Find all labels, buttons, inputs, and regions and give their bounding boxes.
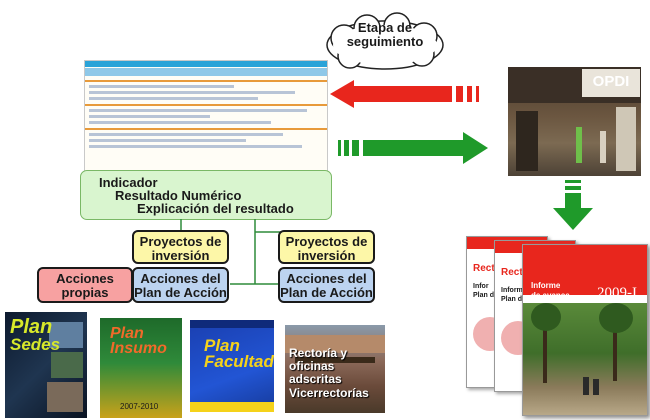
acciones-plan-right-line-2: Plan de Acción [280,285,373,301]
plan-facultad-line-2: Facultad [204,352,274,372]
indicator-explanation: Explicación del resultado [137,201,294,216]
cloud-shape [326,12,444,70]
acciones-plan-left-line-2: Plan de Acción [134,285,227,301]
plan-insumo-title: Plan Insumo [110,325,167,358]
report-back-2-line-2: Informe [501,287,527,294]
green-arrow-head [463,132,488,164]
table-section-bar [85,80,327,82]
proyectos-inversion-left-box: Proyectos de inversión [132,230,229,264]
proyectos-right-line-2: inversión [297,248,356,264]
report-front-photo [523,303,647,415]
rectoria-photo: Rectoría y oficinas adscritas Vicerrecto… [285,325,385,413]
report-front-title-2: de avance [531,291,570,300]
plan-sedes-line-1: Plan [10,316,53,338]
report-back-2-line-3: Plan de [501,296,526,303]
green-arrow-body [363,140,463,156]
proyectos-left-line-2: inversión [151,248,210,264]
acciones-plan-left-box: Acciones del Plan de Acción [132,267,229,303]
acciones-propias-box: Acciones propias [37,267,133,303]
report-front-title-1: Informe [531,281,561,290]
plan-facultad-cover: Plan Facultad [190,320,274,412]
report-back-2-title: Rector [501,267,533,278]
acciones-plan-right-box: Acciones del Plan de Acción [278,267,375,303]
table-header-row [85,68,327,76]
opdi-sign: OPDI [592,73,630,90]
green-arrow-dash [338,140,341,156]
plan-facultad-line-1: Plan [204,336,240,355]
plan-insumo-years: 2007-2010 [120,402,159,411]
report-back-1-line-2: Infor [473,283,489,290]
proyectos-left-line-1: Proyectos de [139,234,222,249]
arrows-layer [330,80,488,164]
green-arrow-dash [352,140,359,156]
acciones-plan-right-line-1: Acciones del [286,271,367,286]
plan-insumo-line-2: Insumo [110,340,167,358]
report-back-1-line-3: Plan d [473,292,495,299]
rectoria-line-2: oficinas [289,359,335,374]
report-back-1-title: Rector [473,263,505,274]
table-section-bar [85,104,327,106]
plan-sedes-line-2: Sedes [10,335,61,354]
report-front-cover: Informe de avance 2009-I [522,244,648,416]
proyectos-inversion-right-box: Proyectos de inversión [278,230,375,264]
red-arrow-dash [456,86,463,102]
plan-insumo-line-1: Plan [110,325,144,342]
cloud-line-1: Etapa de [357,20,413,35]
plan-insumo-cover: Plan Insumo 2007-2010 [100,318,182,418]
plan-facultad-title: Plan Facultad [204,336,274,372]
acciones-propias-line-1: Acciones [56,271,114,286]
proyectos-right-line-1: Proyectos de [285,234,368,249]
report-front-period: 2009-I [597,285,637,301]
rectoria-line-4: Vicerrectorías [289,385,369,400]
cloud-label: Etapa de seguimiento [335,20,435,50]
rectoria-line-3: adscritas [289,372,342,387]
indicator-numeric-result: Resultado Numérico [115,188,242,203]
plan-sedes-title: Plan Sedes [10,316,61,354]
plan-sedes-cover: Plan Sedes [5,312,87,418]
action-plan-table [84,60,328,178]
opdi-building-photo: OPDI [508,67,641,176]
indicator-box: Indicador Resultado Numérico Explicación… [80,170,332,220]
red-arrow-head [330,80,354,108]
acciones-plan-left-line-1: Acciones del [140,271,221,286]
table-section-bar [85,128,327,130]
red-arrow-dash [467,86,472,102]
table-title-bar [85,61,327,67]
green-down-arrow [553,180,593,230]
cloud-line-2: seguimiento [346,34,424,50]
acciones-propias-line-2: propias [61,285,109,301]
red-arrow-body [354,86,452,102]
red-arrow-dash [476,86,479,102]
indicator-title: Indicador [99,175,158,190]
rectoria-label: Rectoría y oficinas adscritas Vicerrecto… [289,346,369,400]
green-arrow-dash [344,140,349,156]
rectoria-line-1: Rectoría y [289,346,348,360]
